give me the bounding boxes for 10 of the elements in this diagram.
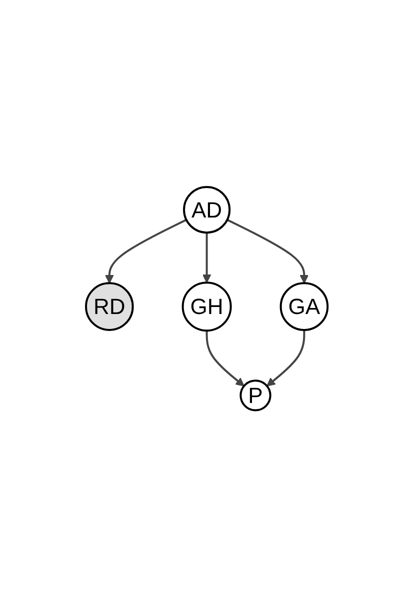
node-circle: AD [182,186,230,234]
node-circle: RD [84,282,134,330]
node-circle: GA [279,282,328,330]
arrow [226,218,308,284]
arrow [104,218,186,284]
node-circle: P [239,379,272,411]
node-circle: GH [181,281,232,332]
arrow [202,232,211,282]
arrow [205,330,244,386]
arrow [266,330,305,386]
